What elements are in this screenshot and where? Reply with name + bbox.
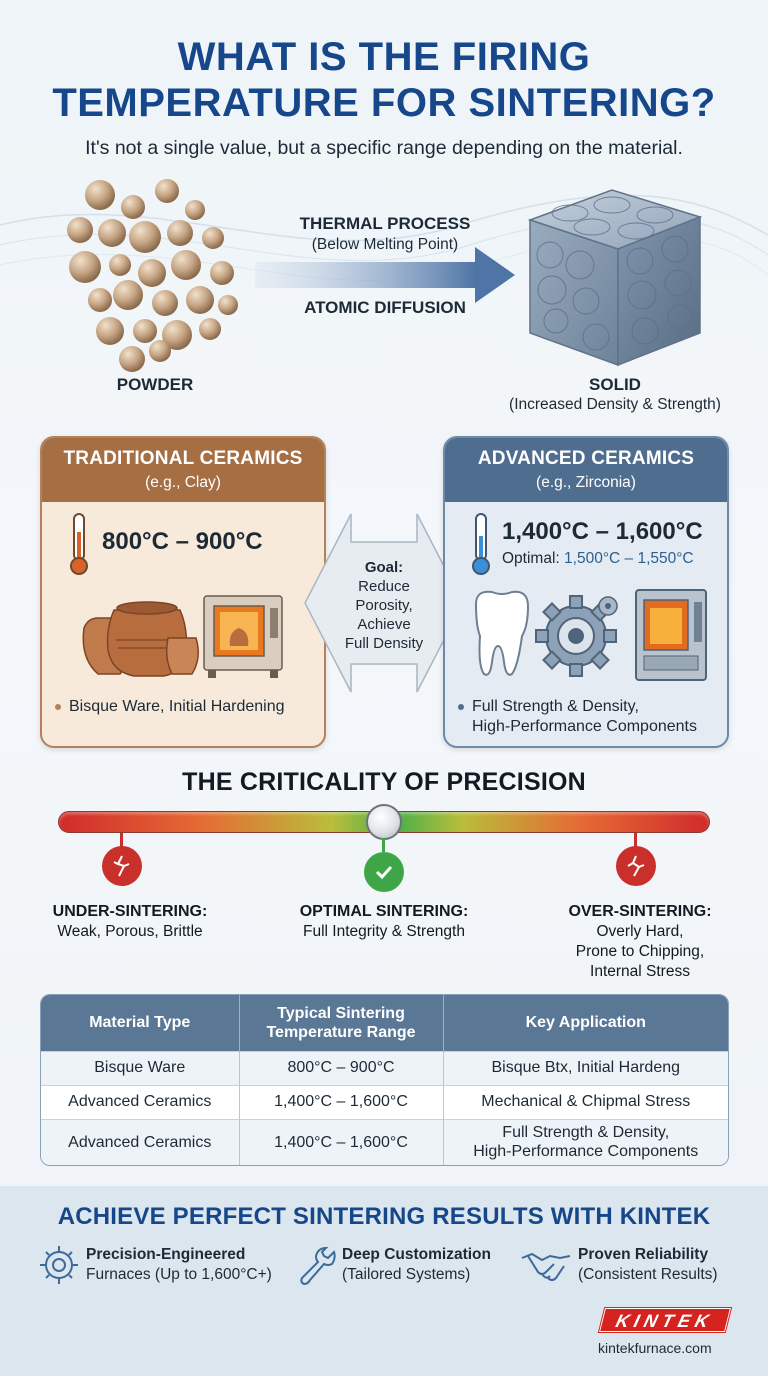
table-header-row: Material Type Typical Sintering Temperat… (41, 995, 728, 1051)
over-sintering-label: OVER-SINTERING: (568, 903, 712, 920)
advanced-components-illustration (474, 589, 707, 681)
kintek-logo: KINTEK (597, 1307, 733, 1333)
feature-customization: Deep Customization (Tailored Systems) (342, 1246, 491, 1283)
feature-precision: Precision-Engineered Furnaces (Up to 1,6… (86, 1246, 272, 1283)
thermal-process-label: THERMAL PROCESS (299, 214, 471, 233)
feature-reliability: Proven Reliability (Consistent Results) (578, 1246, 718, 1283)
header-temperature-range: Typical Sintering Temperature Range (239, 995, 444, 1051)
table-row: Bisque Ware 800°C – 900°C Bisque Btx, In… (41, 1050, 728, 1085)
optimal-sintering-desc: Full Integrity & Strength (303, 923, 465, 940)
table-cell: Bisque Btx, Initial Hardeng (443, 1050, 728, 1085)
wrench-icon (300, 1246, 336, 1286)
clay-pots-icon (82, 601, 199, 677)
advanced-title: ADVANCED CERAMICS (477, 448, 695, 469)
page-title: WHAT IS THE FIRING TEMPERATURE FOR SINTE… (52, 35, 716, 125)
page-subtitle: It's not a single value, but a specific … (85, 137, 683, 159)
over-stem (634, 833, 637, 847)
process-arrow (255, 247, 515, 303)
footer-title: ACHIEVE PERFECT SINTERING RESULTS WITH K… (57, 1203, 711, 1230)
over-sintering-desc: Overly Hard, Prone to Chipping, Internal… (575, 923, 705, 980)
gear-icon (535, 595, 617, 677)
tooth-icon (474, 590, 530, 676)
advanced-subtitle: (e.g., Zirconia) (536, 474, 636, 491)
small-gear-icon (598, 596, 618, 616)
table-cell: Advanced Ceramics (41, 1084, 240, 1119)
table-cell: 1,400°C – 1,600°C (239, 1084, 444, 1119)
website-link[interactable]: kintekfurnace.com (598, 1340, 712, 1356)
traditional-temp: 800°C – 900°C (102, 528, 263, 555)
table-cell: Bisque Ware (41, 1050, 240, 1085)
table-cell: 1,400°C – 1,600°C (239, 1118, 444, 1165)
footer-band (0, 1186, 768, 1376)
advanced-optimal: Optimal: 1,500°C – 1,550°C (502, 550, 694, 567)
under-sintering-desc: Weak, Porous, Brittle (57, 923, 203, 940)
traditional-bullet: Bisque Ware, Initial Hardening (55, 697, 285, 717)
bullet-dot (55, 703, 61, 710)
bullet-dot (458, 703, 464, 710)
table-cell: Mechanical & Chipmal Stress (443, 1084, 728, 1119)
solid-sub: (Increased Density & Strength) (509, 396, 721, 413)
powder-particles (67, 179, 238, 372)
precision-title: THE CRITICALITY OF PRECISION (182, 768, 586, 796)
thermometer-cool-icon (472, 513, 490, 575)
solid-label: SOLID (589, 375, 641, 394)
table-row: Advanced Ceramics 1,400°C – 1,600°C Full… (41, 1118, 728, 1165)
pottery-kiln-illustration (82, 595, 283, 678)
precision-gear-icon (40, 1246, 78, 1284)
table-row: Advanced Ceramics 1,400°C – 1,600°C Mech… (41, 1084, 728, 1119)
advanced-bullet: Full Strength & Density, High-Performanc… (458, 697, 697, 737)
under-stem (120, 833, 123, 847)
optimal-marker-knob (366, 804, 402, 840)
advanced-temp: 1,400°C – 1,600°C (502, 518, 703, 545)
header-material-type: Material Type (41, 995, 240, 1051)
check-icon-optimal (364, 852, 404, 892)
traditional-title: TRADITIONAL CERAMICS (63, 448, 303, 469)
table-cell: Full Strength & Density, High-Performanc… (443, 1118, 728, 1165)
advanced-card-header: ADVANCED CERAMICS (e.g., Zirconia) (445, 438, 727, 502)
header-key-application: Key Application (443, 995, 728, 1051)
traditional-ceramics-card: TRADITIONAL CERAMICS (e.g., Clay) (40, 436, 326, 748)
powder-label: POWDER (116, 375, 194, 394)
table-cell: Advanced Ceramics (41, 1118, 240, 1165)
process-illustration (0, 179, 768, 372)
goal-text: Goal: Reduce Porosity, Achieve Full Dens… (344, 559, 424, 652)
under-sintering-label: UNDER-SINTERING: (52, 903, 208, 920)
optimal-sintering-label: OPTIMAL SINTERING: (299, 903, 469, 920)
table-cell: 800°C – 900°C (239, 1050, 444, 1085)
handshake-icon (521, 1252, 571, 1281)
furnace-icon (635, 589, 707, 681)
traditional-subtitle: (e.g., Clay) (145, 474, 221, 491)
thermal-process-sub: (Below Melting Point) (311, 236, 459, 253)
sintering-table: Material Type Typical Sintering Temperat… (40, 994, 729, 1166)
traditional-card-header: TRADITIONAL CERAMICS (e.g., Clay) (42, 438, 324, 502)
optimal-stem (382, 838, 385, 852)
thermometer-warm-icon (70, 513, 88, 575)
kiln-icon (203, 595, 283, 678)
crack-icon-over (616, 846, 656, 886)
atomic-diffusion-label: ATOMIC DIFFUSION (304, 298, 466, 317)
solid-cube (527, 189, 703, 367)
crack-icon-under (102, 846, 142, 886)
